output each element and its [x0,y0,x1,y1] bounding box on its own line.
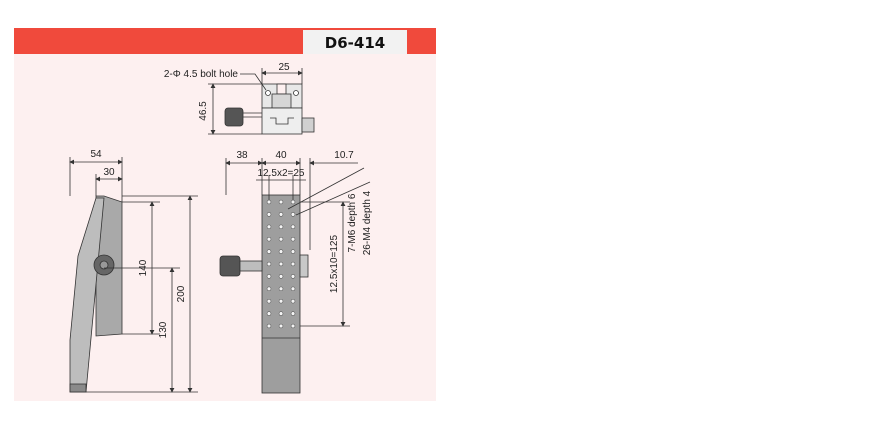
side-130-label: 130 [158,321,169,338]
m4-note: 26-M4 depth 4 [362,190,373,255]
mount-hole [278,286,284,292]
front-right-offset: 10.7 [334,150,354,161]
mount-hole [278,212,284,217]
mount-hole [290,274,296,279]
mount-hole [290,199,296,205]
hole-pitch-x: 12.5x2=25 [258,168,305,179]
mount-hole [278,261,284,267]
bolt-hole [293,90,299,96]
mount-hole [290,298,296,304]
mount-hole [290,249,296,254]
mount-hole [266,323,272,329]
side-view [69,157,198,393]
hole-grid [266,199,296,329]
mount-hole [266,286,272,292]
mount-hole [290,224,296,230]
mount-hole [266,199,272,205]
side-140-label: 140 [138,259,149,276]
bolt-hole-note: 2-Φ 4.5 bolt hole [164,69,239,80]
mount-hole [278,298,284,304]
adjust-knob [224,107,244,127]
front-knob [219,255,241,277]
mount-hole [278,199,284,205]
top-view [208,68,315,135]
mount-hole [278,323,284,329]
mount-hole [278,249,284,254]
mount-hole [266,224,272,230]
mount-hole [266,261,272,267]
model-code: D6-414 [325,34,385,52]
front-left-offset: 38 [236,150,248,161]
bolt-hole [265,90,271,96]
mount-hole [290,261,296,267]
front-width-label: 40 [275,150,287,161]
top-height-label: 46.5 [198,101,209,121]
model-label-box [303,30,407,54]
mount-hole [266,236,272,242]
mount-hole [290,311,296,316]
side-depth-label: 54 [90,149,102,160]
mount-hole [278,311,284,316]
mount-hole [290,236,296,242]
mount-hole [266,212,272,217]
mount-hole [266,274,272,279]
mount-hole [278,236,284,242]
mount-hole [266,311,272,316]
mount-hole [290,212,296,217]
front-view [219,158,371,394]
top-width-label: 25 [278,62,290,73]
mount-hole [290,286,296,292]
m6-note: 7-M6 depth 6 [347,193,358,252]
side-plate-label: 30 [103,167,115,178]
mount-hole [266,249,272,254]
mount-hole [266,298,272,304]
mount-hole [290,323,296,329]
mount-hole [278,224,284,230]
mount-hole [278,274,284,279]
hole-pitch-y: 12.5x10=125 [329,235,340,294]
lock-lever [301,117,315,133]
side-200-label: 200 [176,285,187,302]
